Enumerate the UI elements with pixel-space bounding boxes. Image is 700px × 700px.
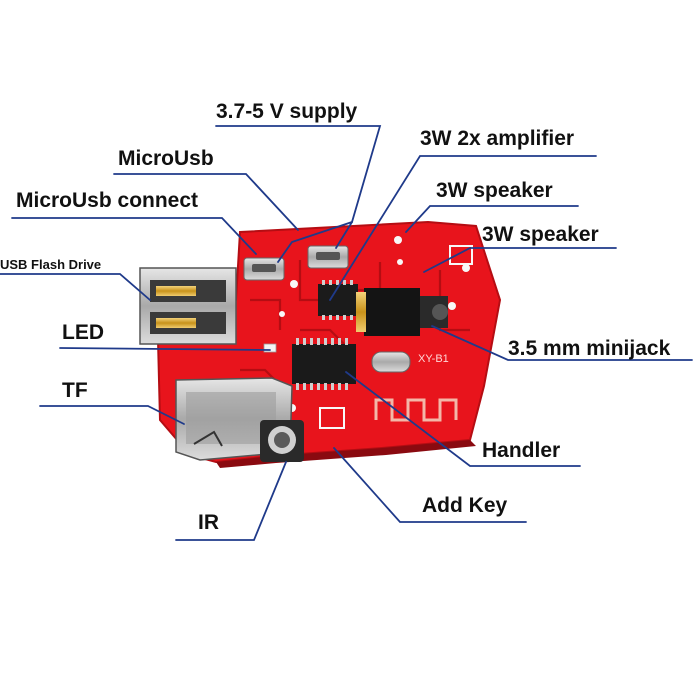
label-handler: Handler: [482, 439, 561, 462]
usb-flash-port: [139, 267, 237, 345]
label-tf: TF: [62, 379, 88, 402]
label-led: LED: [62, 321, 104, 344]
pcb-antenna: [374, 398, 458, 422]
leader-minijack: [431, 325, 693, 361]
ir-receiver: [260, 420, 304, 462]
label-ir: IR: [198, 511, 219, 534]
label-minijack: 3.5 mm minijack: [508, 337, 671, 360]
key-pad-2: [449, 245, 473, 265]
handler-ic: [292, 338, 356, 390]
leader-lines: [0, 125, 693, 541]
leader-speaker2: [423, 247, 617, 273]
leader-microusb: [113, 173, 299, 231]
leader-led: [59, 347, 271, 351]
microusb-connect-slot: [252, 264, 276, 272]
label-usb-flash-drive: USB Flash Drive: [0, 257, 102, 272]
leader-tf: [39, 405, 185, 425]
label-speaker-1: 3W speaker: [436, 179, 553, 202]
label-microusb-connect: MicroUsb connect: [16, 189, 199, 212]
minijack-socket: [356, 288, 448, 336]
leader-usb-flash: [0, 273, 151, 301]
label-amplifier: 3W 2x amplifier: [420, 127, 575, 150]
leader-handler: [345, 371, 581, 467]
key-pad-1: [319, 407, 345, 429]
leader-add-key: [333, 447, 527, 523]
leader-microusb-connect: [11, 217, 257, 255]
microusb-supply-slot: [316, 252, 340, 260]
amplifier-chip: [318, 280, 358, 320]
leader-speaker1: [405, 205, 579, 233]
label-supply: 3.7-5 V supply: [216, 100, 358, 123]
leader-amplifier: [329, 155, 597, 301]
label-microusb: MicroUsb: [118, 147, 214, 170]
leader-ir: [175, 461, 287, 541]
leader-supply-branch: [335, 221, 353, 249]
label-add-key: Add Key: [422, 494, 508, 517]
led-component: [263, 343, 277, 353]
crystal-oscillator: [371, 351, 411, 373]
board-silkscreen: XY-B1: [418, 353, 449, 365]
label-speaker-2: 3W speaker: [482, 223, 599, 246]
